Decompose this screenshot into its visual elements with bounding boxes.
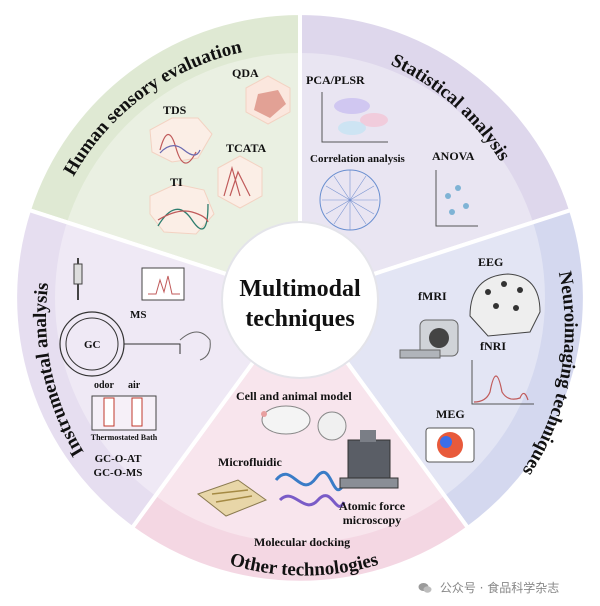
protein-structure-icon (274, 470, 346, 492)
tds-curve2-icon (159, 145, 201, 156)
pca-cluster1-icon (334, 98, 370, 114)
anova-point-icon (445, 193, 451, 199)
label-qda: QDA (232, 66, 259, 80)
afm-head-icon (360, 430, 376, 442)
label-tcata: TCATA (226, 141, 267, 155)
human-head-icon (179, 331, 211, 361)
neuro-content: EEG fMRI fNRI MEG (399, 255, 541, 463)
segment-statistical (298, 10, 574, 301)
mri-bed-icon (399, 349, 441, 359)
label-correlation: Correlation analysis (310, 153, 406, 165)
other-content: Cell and animal model Microfluidic Molec… (196, 389, 406, 549)
pca-cluster2-icon (360, 113, 388, 127)
anova-point-icon (455, 185, 461, 191)
label-gc-o-ms: GC-O-MS (94, 467, 143, 479)
watermark-text: 公众号 · 食品科学杂志 (439, 581, 560, 595)
label-odor: odor (94, 380, 115, 391)
radar-chart-icon (254, 90, 286, 118)
electrode-icon (517, 287, 523, 293)
ms-monitor-icon (141, 267, 185, 301)
fnri-curve-icon (473, 375, 529, 403)
mri-bore-icon (429, 328, 449, 348)
electrode-icon (493, 303, 499, 309)
vial-icon (131, 397, 143, 427)
label-bath: Thermostated Bath (91, 433, 158, 442)
statistical-content: PCA/PLSR Correlation analysis ANOVA (306, 73, 478, 231)
microfluidic-chip-icon (196, 479, 268, 517)
electrode-icon (501, 281, 507, 287)
label-gc: GC (84, 339, 101, 351)
tcata-curves-icon (223, 165, 251, 197)
ms-spectrum-icon (148, 275, 180, 295)
label-microfluidic: Microfluidic (218, 455, 282, 469)
tds-frame (149, 117, 213, 163)
label-air: air (128, 380, 141, 391)
gc-column-inner-icon (65, 317, 119, 371)
electrode-icon (485, 289, 491, 295)
anova-point-icon (463, 203, 469, 209)
pca-axes-icon (321, 92, 388, 143)
ti-curve2-icon (157, 210, 209, 223)
center-title-line2: techniques (245, 306, 354, 332)
label-pca: PCA/PLSR (306, 73, 365, 87)
wechat-icon (418, 583, 432, 593)
thermostated-bath-icon (91, 395, 157, 431)
label-docking: Molecular docking (254, 535, 350, 549)
mouse-ear-icon (261, 411, 267, 417)
pca-cluster3-icon (338, 121, 366, 135)
label-eeg: EEG (478, 255, 503, 269)
label-fnri: fNRI (480, 339, 506, 353)
microfluidic-channels-icon (211, 489, 253, 503)
label-afm-line1: Atomic force (339, 499, 406, 513)
label-gc-o-at: GC-O-AT (95, 453, 143, 465)
label-tds: TDS (163, 103, 187, 117)
afm-instrument-icon (347, 439, 391, 481)
syringe-body-icon (73, 263, 83, 285)
ti-curve-icon (157, 203, 209, 230)
label-afm-line2: microscopy (343, 513, 401, 527)
sensory-content: QDA TDS TCATA TI (149, 66, 291, 235)
anova-point-icon (449, 209, 455, 215)
tcata-frame (217, 155, 263, 209)
transfer-line-icon (124, 343, 181, 354)
afm-base-icon (339, 477, 399, 489)
segment-other (129, 294, 471, 585)
vial-icon (103, 397, 115, 427)
center-title-line1: Multimodal (239, 276, 361, 302)
meg-brain-map-icon (440, 436, 452, 448)
label-anova: ANOVA (432, 149, 475, 163)
watermark: 公众号 · 食品科学杂志 (418, 579, 559, 596)
mouse-icon (261, 405, 311, 435)
electrode-icon (513, 305, 519, 311)
label-ti: TI (170, 175, 183, 189)
protein-structure2-icon (278, 494, 346, 508)
tds-curve-icon (159, 133, 197, 164)
center-circle (221, 221, 379, 379)
petri-dish-icon (317, 411, 347, 441)
ti-frame (149, 183, 215, 235)
anova-axes-icon (435, 170, 478, 227)
label-meg: MEG (436, 407, 465, 421)
label-ms: MS (130, 309, 147, 321)
label-cell: Cell and animal model (236, 389, 352, 403)
correlation-lines-icon (322, 170, 378, 230)
label-fmri: fMRI (418, 289, 447, 303)
instrumental-content: MS GC odor air Thermostated Bath GC-O-AT… (59, 258, 211, 479)
fnri-axes-icon (471, 360, 534, 405)
